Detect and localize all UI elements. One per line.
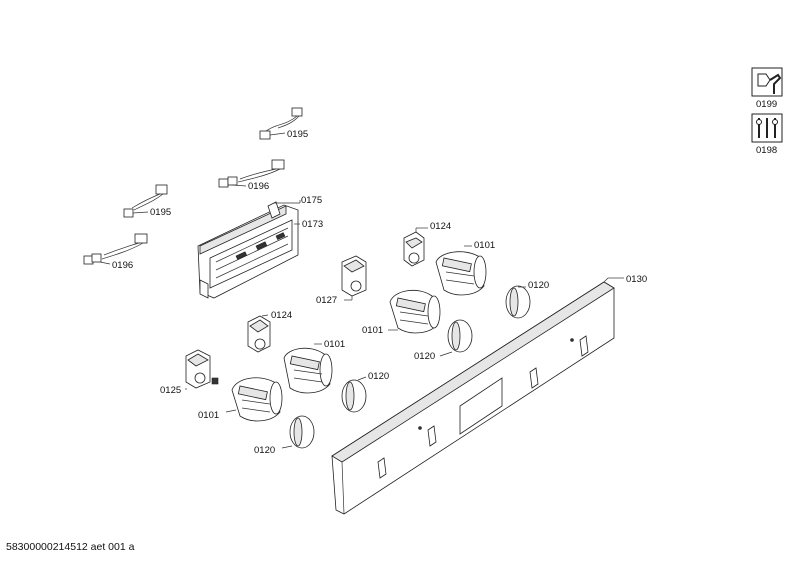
tool-label: 0199 [756, 99, 777, 110]
part-label: 0124 [271, 310, 292, 321]
part-label: 0120 [254, 445, 275, 456]
rotary-switch-0101-mid[interactable]: 0101 [362, 289, 441, 336]
part-label: 0196 [112, 260, 133, 271]
knob-0120-lower-a[interactable]: 0120 [341, 371, 389, 413]
knob-0120-lower-b[interactable]: 0120 [254, 415, 315, 456]
bracket-0125[interactable]: 0125 [160, 349, 219, 396]
bracket-0124-lower[interactable]: 0124 [247, 310, 292, 353]
bracket-0127[interactable]: 0127 [316, 255, 367, 306]
part-label: 0175 [301, 195, 322, 206]
rotary-switch-0101-lower-b[interactable]: 0101 [198, 377, 283, 422]
electronic-housing[interactable]: 0175 0173 [197, 195, 323, 299]
part-label: 0120 [414, 351, 435, 362]
part-label: 0124 [430, 221, 451, 232]
document-code: 58300000214512 aet 001 a [6, 541, 135, 553]
part-label: 0101 [474, 240, 495, 251]
part-label: 0101 [362, 325, 383, 336]
rotary-switch-0101-lower-a[interactable]: 0101 [283, 339, 345, 394]
tool-0199[interactable]: 0199 [751, 67, 783, 110]
part-label: 0195 [150, 207, 171, 218]
part-label: 0101 [198, 410, 219, 421]
bracket-0124-upper[interactable]: 0124 [403, 221, 451, 267]
part-label: 0130 [626, 274, 647, 285]
part-label: 0127 [316, 295, 337, 306]
tool-0198[interactable]: 0198 [751, 113, 783, 156]
cable-harness-0196-b[interactable]: 0196 [83, 233, 148, 271]
part-label: 0196 [248, 181, 269, 192]
part-label: 0125 [160, 385, 181, 396]
part-label: 0101 [324, 339, 345, 350]
rotary-switch-0101-upper[interactable]: 0101 [435, 240, 495, 296]
part-label: 0173 [302, 219, 323, 230]
control-panel-0130[interactable]: 0130 [331, 274, 647, 515]
part-label: 0120 [368, 371, 389, 382]
knob-0120-mid-b[interactable]: 0120 [414, 319, 473, 362]
part-label: 0120 [528, 280, 549, 291]
cable-harness-0196-a[interactable]: 0196 [218, 159, 285, 192]
knob-0120-mid-a[interactable]: 0120 [505, 280, 549, 319]
part-label: 0195 [287, 129, 308, 140]
cable-harness-0195-b[interactable]: 0195 [123, 184, 171, 218]
wrench-icon [751, 67, 783, 97]
tool-label: 0198 [756, 145, 777, 156]
cable-harness-0195-top[interactable]: 0195 [259, 107, 308, 140]
